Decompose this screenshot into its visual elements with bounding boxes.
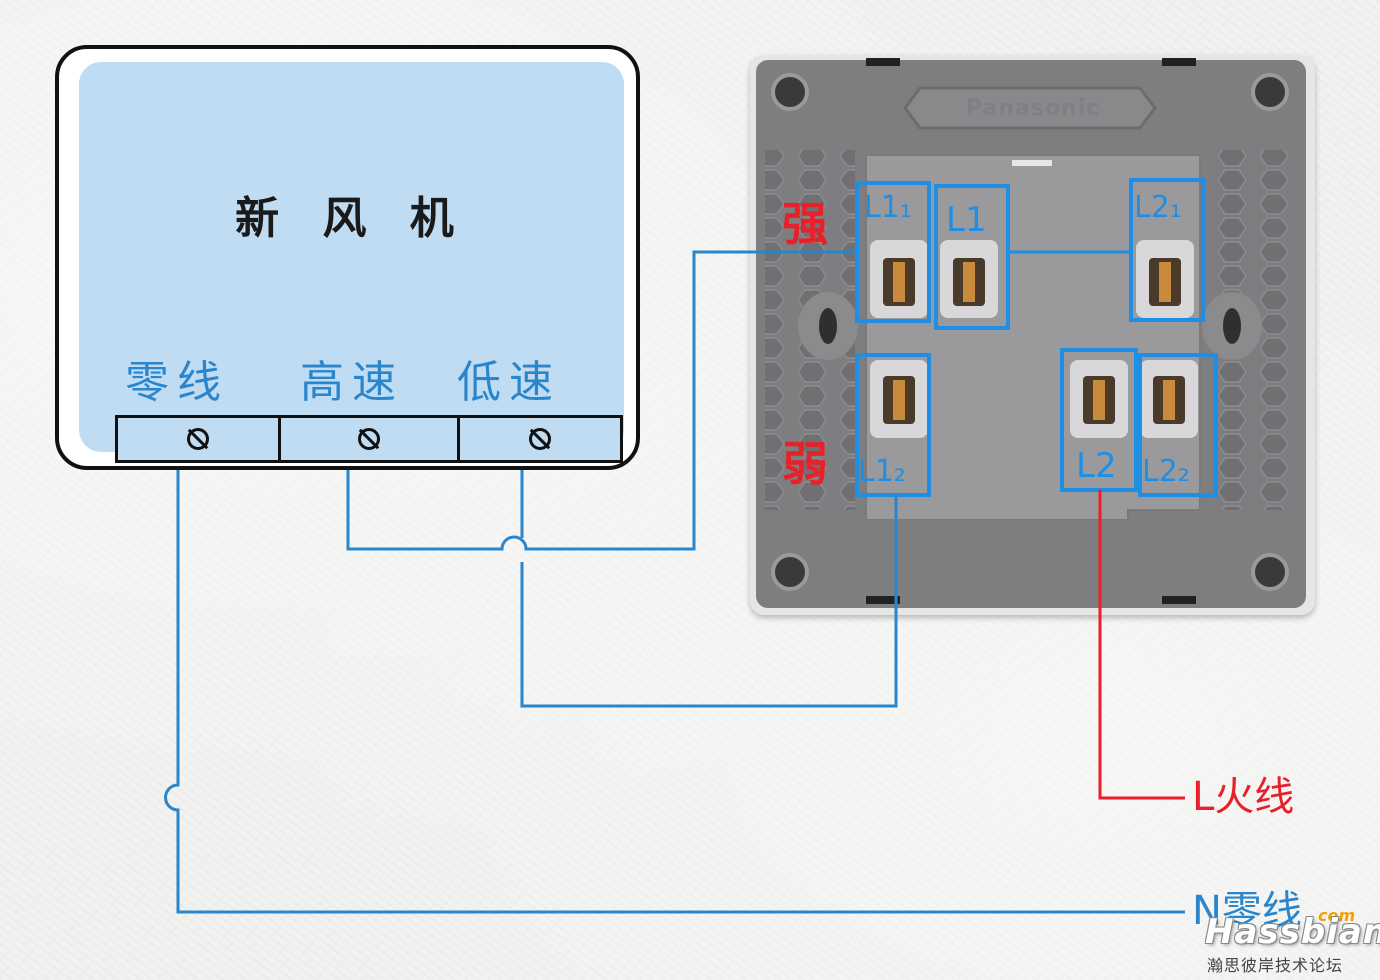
terminal-label-high-speed: 高速	[300, 357, 404, 408]
terminal-socket-icon	[870, 240, 1198, 438]
device-title: 新 风 机	[235, 193, 468, 244]
watermark-com: com	[1318, 906, 1356, 925]
terminal-label-l2-2: L2₂	[1142, 454, 1190, 489]
strong-label: 强	[782, 197, 828, 251]
switch-brand: Panasonic	[966, 96, 1101, 121]
fresh-air-unit-panel: 新 风 机 零线 高速 低速	[79, 62, 624, 463]
blue-wires	[164, 250, 1185, 914]
terminal-label-l2: L2	[1076, 446, 1117, 486]
terminal-label-l1: L1	[946, 200, 987, 240]
terminal-high-speed	[281, 418, 460, 460]
terminal-label-l2-1: L2₁	[1134, 190, 1182, 225]
terminal-label-l1-1: L1₁	[864, 190, 912, 225]
watermark-logo: Hassbian	[1205, 912, 1380, 952]
terminal-label-l1-2: L1₂	[858, 454, 906, 489]
terminal-neutral	[118, 418, 281, 460]
mounting-slot-icon	[798, 292, 1262, 360]
brand-plaque	[903, 86, 1157, 130]
terminal-block	[115, 415, 623, 463]
indicator-slot	[1012, 160, 1052, 166]
terminal-label-neutral: 零线	[125, 357, 229, 408]
screw-icon	[529, 428, 551, 450]
terminal-low-speed	[460, 418, 620, 460]
weak-label: 弱	[782, 437, 828, 491]
terminal-label-low-speed: 低速	[457, 357, 561, 408]
clip-marks	[866, 58, 1196, 604]
watermark-subtitle: 瀚思彼岸技术论坛	[1207, 956, 1344, 975]
screw-icon	[187, 428, 209, 450]
live-wire-label: L火线	[1192, 774, 1295, 820]
neutral-wire-label: N零线	[1192, 888, 1302, 934]
live-wire	[1098, 490, 1185, 800]
screw-icon	[358, 428, 380, 450]
mount-screw-icon	[771, 73, 1289, 591]
fresh-air-unit: 新 风 机 零线 高速 低速	[55, 45, 640, 470]
